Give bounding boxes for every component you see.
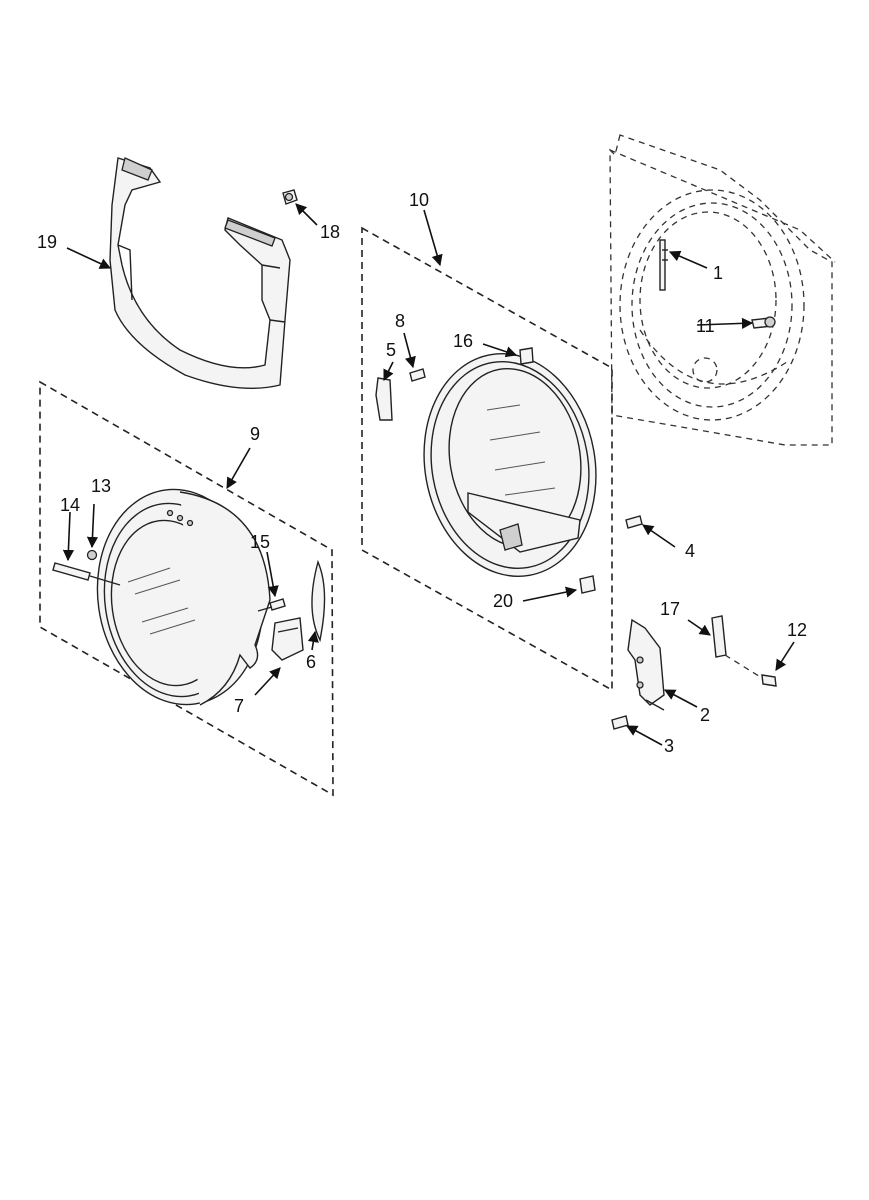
callout-16: 16 — [453, 331, 473, 351]
callout-13: 13 — [91, 476, 111, 496]
hinge-part-2 — [627, 618, 665, 711]
screw-part-4 — [625, 515, 643, 529]
screw-part-8 — [409, 368, 426, 382]
callout-18: 18 — [320, 222, 340, 242]
inner-door-part-10 — [423, 353, 597, 577]
door-assembly-box-9 — [39, 380, 334, 797]
callout-20: 20 — [493, 591, 513, 611]
clip-part-16 — [519, 347, 534, 365]
latch-part-7 — [271, 617, 304, 661]
callout-3: 3 — [664, 736, 674, 756]
callout-11: 11 — [696, 316, 715, 336]
callout-10: 10 — [409, 190, 429, 210]
inner-door-box-10 — [361, 226, 613, 692]
callout-5: 5 — [386, 340, 396, 360]
clip-part-20 — [579, 575, 596, 594]
callout-17: 17 — [660, 599, 680, 619]
callout-12: 12 — [787, 620, 807, 640]
callout-7: 7 — [234, 696, 244, 716]
door-switch-part-1 — [659, 239, 668, 291]
screw-part-12 — [724, 654, 777, 687]
hinge-cover-part-17 — [711, 615, 727, 658]
nut-part-18 — [282, 189, 298, 205]
screw-part-11 — [751, 316, 776, 329]
door-part-9 — [96, 488, 271, 706]
screw-part-15 — [257, 598, 286, 612]
screw-part-3 — [611, 715, 629, 730]
seal-part-6 — [311, 559, 326, 643]
front-trim-part-19 — [109, 157, 291, 389]
callout-14: 14 — [60, 495, 80, 515]
handle-part-14 — [52, 562, 121, 586]
callout-8: 8 — [395, 311, 405, 331]
callout-9: 9 — [250, 424, 260, 444]
washer-part-13 — [86, 549, 98, 561]
callout-4: 4 — [685, 541, 695, 561]
callout-2: 2 — [700, 705, 710, 725]
bracket-part-5 — [375, 377, 393, 421]
callout-6: 6 — [306, 652, 316, 672]
callout-15: 15 — [250, 532, 270, 552]
callout-labels: 1 2 3 4 5 6 7 8 9 10 11 12 13 14 15 16 1… — [37, 190, 807, 756]
callout-19: 19 — [37, 232, 57, 252]
callout-1: 1 — [713, 263, 723, 283]
leader-lines — [62, 203, 795, 746]
cabinet-front-panel — [609, 134, 836, 446]
